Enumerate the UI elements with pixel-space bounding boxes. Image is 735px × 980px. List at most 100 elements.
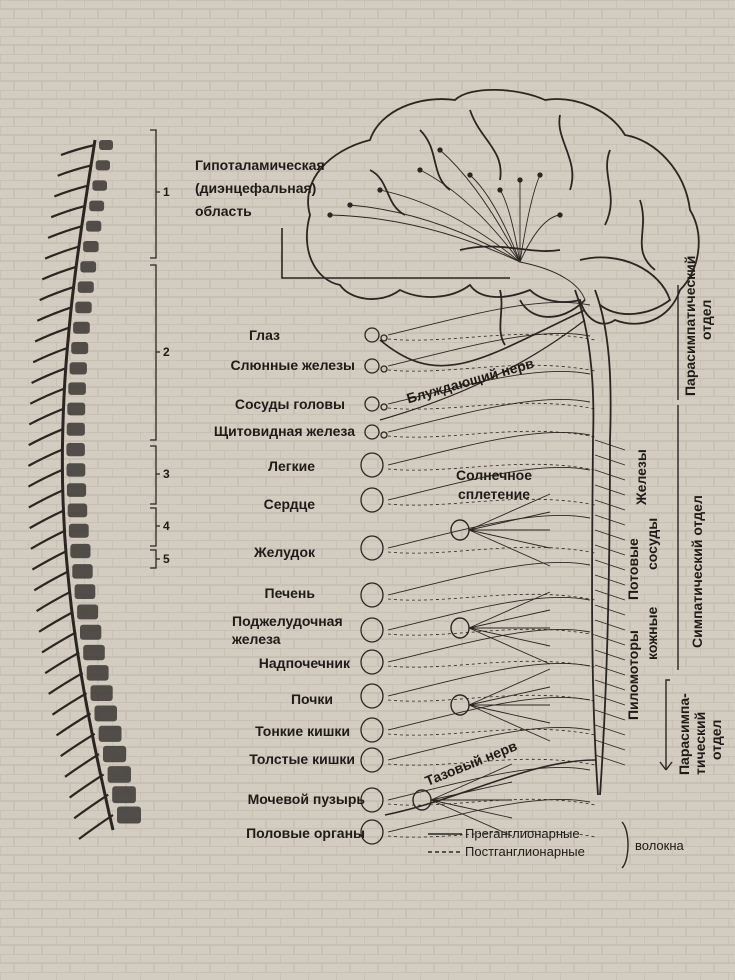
- region-label-line-3: область: [195, 203, 252, 219]
- ganglia: [412, 493, 551, 837]
- vertebra: [86, 220, 102, 232]
- sympathetic-fiber: [594, 529, 626, 541]
- vertebra: [92, 180, 107, 191]
- organ-label-adrenal: Надпочечник: [258, 655, 350, 671]
- ganglion-fiber: [468, 529, 551, 549]
- brain-fiber: [379, 189, 521, 263]
- nerve-root: [44, 651, 80, 675]
- segment-number-3: 3: [163, 467, 170, 481]
- organ-icon: [380, 334, 388, 342]
- nerve-root: [28, 489, 64, 509]
- nerve-root: [51, 692, 88, 716]
- sympathetic-fiber: [594, 739, 626, 751]
- nerve-root: [47, 225, 83, 239]
- preganglionic-fiber: [387, 596, 591, 631]
- brain-fiber: [499, 189, 521, 263]
- organ-icon: [360, 582, 384, 608]
- brain-fiber: [519, 261, 586, 301]
- nerve-root: [31, 550, 67, 571]
- nerve-root: [53, 184, 89, 198]
- postganglionic-fiber: [387, 628, 596, 636]
- segment-number-5: 5: [163, 552, 170, 566]
- vertebra: [90, 685, 113, 701]
- ganglion-fiber: [430, 799, 513, 837]
- sympathetic-fiber: [594, 664, 626, 676]
- postganglionic-fiber: [387, 498, 596, 506]
- nerve-root: [28, 407, 64, 426]
- bracket-5: [150, 549, 160, 569]
- vertebra: [83, 644, 105, 661]
- nerve-root: [64, 753, 100, 778]
- vertebra: [80, 624, 102, 640]
- sympathetic-fiber: [594, 754, 626, 766]
- organ-icon: [364, 396, 380, 412]
- segment-number-2: 2: [163, 345, 170, 359]
- ganglion-fiber: [468, 511, 551, 531]
- ganglion-fiber: [468, 591, 551, 629]
- postganglionic-fiber: [387, 830, 596, 838]
- ganglion-fiber: [468, 686, 551, 706]
- sympathetic-fiber: [594, 544, 626, 556]
- ganglion-fiber: [430, 799, 513, 819]
- brain-fiber: [349, 204, 521, 263]
- brain-fiber: [439, 149, 521, 263]
- brain-nucleus: [497, 187, 503, 193]
- organ-label-kidneys: Почки: [290, 691, 333, 707]
- nerve-root: [31, 367, 66, 384]
- vertebra: [74, 584, 96, 599]
- target-skin-label: кожные: [644, 606, 660, 660]
- nerve-fibers: [379, 301, 626, 838]
- brain-nucleus: [327, 212, 333, 218]
- nerve-root: [57, 164, 92, 177]
- nerve-root: [30, 529, 66, 550]
- organ-label-eye: Глаз: [248, 327, 280, 343]
- postganglionic-fiber: [387, 728, 596, 736]
- brain-fiber: [519, 214, 561, 263]
- nerve-root: [60, 732, 96, 758]
- brain-outline: [305, 88, 700, 346]
- organ-label-small-intestine: Тонкие кишки: [255, 723, 350, 739]
- region-label-line-1: Гипоталамическая: [195, 157, 325, 173]
- brain-nucleus: [557, 212, 563, 218]
- division-parasympathetic-bottom-2: тический: [692, 711, 708, 775]
- vertebra: [117, 806, 141, 824]
- organ-icon: [360, 819, 384, 845]
- organ-icon: [364, 424, 380, 440]
- nerve-root: [27, 448, 63, 467]
- vertebra: [67, 503, 88, 518]
- postganglionic-fiber: [387, 660, 596, 668]
- target-sweat-label: Потовые: [625, 538, 641, 600]
- postganglionic-fiber: [387, 364, 596, 372]
- organ-icon: [364, 358, 380, 374]
- postganglionic-fiber: [387, 430, 596, 438]
- division-parasympathetic-bottom-1: Парасимпа-: [676, 693, 692, 775]
- vertebra: [77, 281, 94, 293]
- postganglionic-fiber: [387, 333, 596, 341]
- vertebra: [71, 342, 89, 355]
- target-glands-label: Железы: [633, 449, 649, 505]
- vertebra: [107, 766, 131, 783]
- vertebra: [73, 321, 90, 334]
- postganglionic-fiber: [387, 798, 596, 806]
- vertebra: [75, 301, 92, 314]
- sympathetic-fiber: [594, 454, 626, 466]
- sympathetic-fiber: [594, 589, 626, 601]
- postganglionic-fiber: [387, 593, 596, 601]
- ganglion-fiber: [430, 781, 513, 801]
- region-label-line-2: (диэнцефальная): [195, 180, 317, 196]
- vertebra: [83, 241, 99, 253]
- ganglion-fiber: [468, 627, 551, 647]
- ganglion-fiber: [468, 529, 551, 567]
- segment-number-1: 1: [163, 185, 170, 199]
- postganglionic-fiber: [387, 758, 596, 766]
- target-vessels-label: сосуды: [644, 517, 660, 570]
- organ-icon: [360, 487, 384, 513]
- ganglion-fiber: [468, 627, 551, 665]
- organ-icon: [360, 535, 384, 561]
- preganglionic-fiber: [387, 332, 591, 367]
- brain-nucleus: [537, 172, 543, 178]
- vertebra: [70, 543, 91, 559]
- sympathetic-fiber: [594, 649, 626, 661]
- ganglion-fiber: [430, 763, 513, 801]
- brain-fiber: [469, 174, 521, 263]
